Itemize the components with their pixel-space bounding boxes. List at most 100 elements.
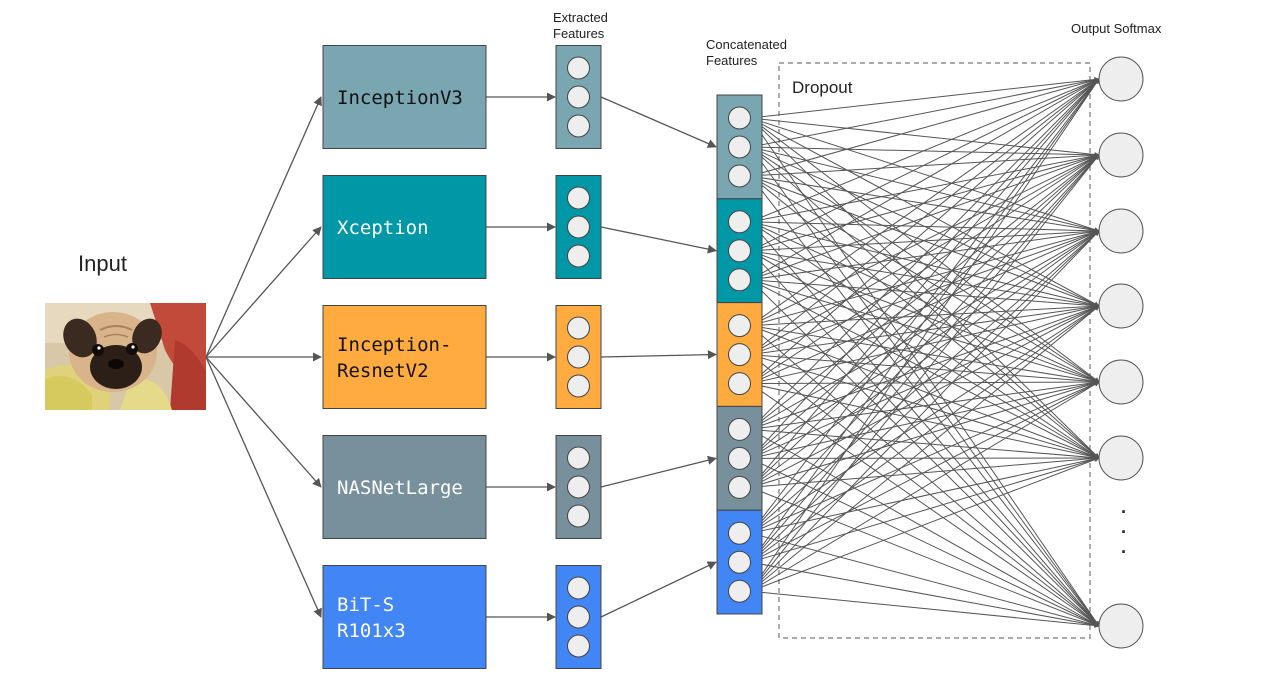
model-box-bg-nasnetlarge: [322, 435, 487, 539]
dense-connection-2-2: [750, 175, 1100, 233]
dense-connections: [750, 77, 1100, 629]
dense-connection-3-0: [750, 78, 1100, 223]
dense-connection-0-2: [750, 117, 1100, 232]
dense-connection-3-1: [750, 153, 1100, 223]
model-box-xception: Xception: [322, 175, 487, 279]
model-label-line-bit-s-r101x3-0: BiT-S: [337, 594, 394, 616]
dense-connection-6-5: [750, 325, 1100, 459]
dense-connection-4-5: [750, 250, 1100, 459]
concat-node-inceptionv3-2: [728, 164, 751, 188]
dense-connection-4-6: [750, 250, 1100, 627]
input-arrow-bit-s-r101x3: [205, 356, 322, 618]
dense-connection-14-2: [750, 230, 1100, 592]
dense-connection-4-2: [750, 228, 1100, 252]
dense-connection-0-6: [750, 117, 1100, 627]
dense-connection-5-0: [750, 78, 1100, 281]
dense-connection-3-5: [750, 221, 1100, 459]
extracted-features-label: Extracted Features: [553, 10, 612, 41]
dense-connection-3-4: [750, 221, 1100, 383]
concat-node-bit-s-r101x3-0: [728, 521, 751, 545]
input-arrow-inceptionv3: [205, 96, 322, 358]
output-node-2: [1098, 208, 1144, 254]
concat-segment-bit-s-r101x3: [716, 509, 763, 615]
flow-arrows: [205, 92, 717, 622]
concatenated-feature-vector: [716, 94, 763, 615]
dense-connection-5-4: [750, 279, 1100, 384]
dense-connection-11-5: [750, 455, 1100, 488]
dense-connection-12-2: [750, 230, 1100, 534]
dense-connection-5-6: [750, 279, 1100, 627]
model-label-line-inceptionv3-0: InceptionV3: [337, 87, 463, 109]
feature-vector-inceptionv3: [555, 45, 602, 149]
feature-node-inception-resnetv2-0: [567, 316, 590, 340]
concat-node-inception-resnetv2-0: [728, 314, 751, 338]
dense-connection-1-1: [750, 146, 1100, 158]
extracted-features-label-line-1: Extracted: [553, 10, 608, 25]
dense-connection-12-0: [750, 78, 1100, 534]
dense-connection-12-3: [750, 305, 1100, 534]
model-box-inceptionv3: InceptionV3: [322, 45, 487, 149]
model-label-line-bit-s-r101x3-1: R101x3: [337, 620, 406, 642]
dense-connection-9-2: [750, 230, 1100, 430]
backbone-models: InceptionV3XceptionInception-ResnetV2NAS…: [322, 45, 487, 669]
dense-connection-6-0: [750, 78, 1100, 327]
dense-connection-12-1: [750, 154, 1100, 534]
input-arrow-nasnetlarge: [205, 356, 322, 488]
dense-connection-10-4: [750, 380, 1100, 459]
output-node-3: [1098, 283, 1144, 329]
model-box-bg-bit-s-r101x3: [322, 565, 487, 669]
dense-connection-4-0: [750, 78, 1100, 252]
dense-connection-6-3: [750, 303, 1100, 327]
model-box-bg-inception-resnetv2: [322, 305, 487, 409]
model-box-bg-xception: [322, 175, 487, 279]
dense-connection-13-0: [750, 78, 1100, 563]
dense-connection-10-0: [750, 78, 1100, 459]
concat-node-xception-0: [728, 210, 751, 234]
output-node-0: [1098, 56, 1144, 102]
dense-connection-1-5: [750, 146, 1100, 459]
dense-connection-9-6: [750, 428, 1100, 627]
model-label-inceptionv3: InceptionV3: [337, 87, 463, 109]
model-box-inception-resnetv2: Inception-ResnetV2: [322, 305, 487, 409]
dense-connection-1-4: [750, 146, 1100, 383]
dense-connection-8-0: [750, 78, 1100, 384]
dense-connection-10-6: [750, 457, 1100, 627]
dense-connection-2-0: [750, 77, 1100, 177]
dense-connection-6-4: [750, 325, 1100, 384]
feature-node-nasnetlarge-1: [567, 475, 590, 499]
concatenated-features-label: Concatenated Features: [706, 37, 791, 68]
concat-segment-xception: [716, 198, 763, 304]
concat-node-nasnetlarge-0: [728, 417, 751, 441]
concat-node-inceptionv3-0: [728, 106, 751, 130]
dense-connection-9-5: [750, 428, 1100, 461]
extracted-features-label-line-2: Features: [553, 26, 605, 41]
output-softmax-label: Output Softmax: [1071, 21, 1162, 36]
feature-vector-inception-resnetv2: [555, 305, 602, 409]
dense-connection-13-5: [750, 456, 1100, 563]
output-softmax-nodes: [1098, 56, 1144, 649]
concat-segment-nasnetlarge: [716, 405, 763, 511]
feature-node-xception-0: [567, 186, 590, 210]
output-node-1: [1098, 132, 1144, 178]
dense-connection-0-1: [750, 117, 1100, 158]
dense-connection-12-5: [750, 456, 1100, 534]
dense-connection-4-4: [750, 250, 1100, 383]
dense-connection-13-1: [750, 154, 1100, 563]
feature-node-inceptionv3-1: [567, 85, 590, 109]
concat-node-xception-1: [728, 239, 751, 263]
dropout-region: [778, 62, 1091, 639]
dense-connection-0-0: [750, 77, 1100, 119]
model-box-bg-inceptionv3: [322, 45, 487, 149]
concatenated-features-label-line-1: Concatenated: [706, 37, 787, 52]
model-box-bit-s-r101x3: BiT-S R101x3: [322, 565, 487, 669]
dense-connection-1-2: [750, 146, 1100, 233]
dense-connection-11-6: [750, 486, 1100, 627]
model-label-bit-s-r101x3: BiT-S R101x3: [337, 594, 406, 642]
dense-connection-9-3: [750, 305, 1100, 430]
dense-connection-1-6: [750, 146, 1100, 627]
feature-node-inception-resnetv2-2: [567, 374, 590, 398]
dense-connection-1-0: [750, 77, 1100, 148]
dense-connection-7-5: [750, 354, 1100, 460]
feature-vector-bit-s-r101x3: [555, 565, 602, 669]
